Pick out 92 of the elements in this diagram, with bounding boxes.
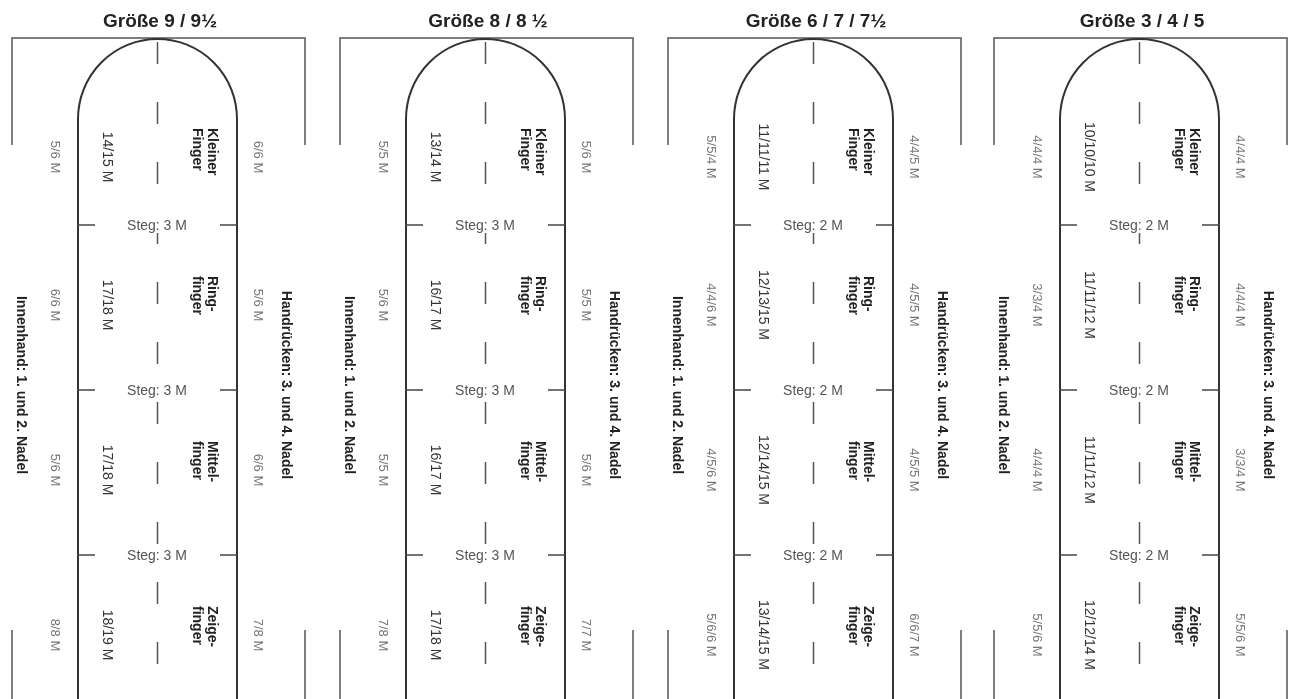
hand-side-label: Innenhand: 1. und 2. Nadel (342, 295, 358, 475)
gusset-label: Steg: 3 M (125, 382, 189, 398)
stitch-count: 5/6/6 M (704, 613, 718, 657)
finger-name: Mittel- finger (518, 441, 548, 485)
hand-side-label: Handrücken: 3. und 4. Nadel (1261, 290, 1277, 480)
finger-name: Zeige- finger (190, 606, 220, 650)
stitch-count: 5/6 M (251, 288, 265, 322)
stitch-count: 5/5 M (376, 140, 390, 174)
stitch-count: 3/3/4 M (1233, 448, 1247, 492)
stitch-count: 17/18 M (100, 279, 116, 331)
finger-name: Mittel- finger (190, 441, 220, 485)
glove-outline (733, 38, 894, 699)
stitch-count: 5/6 M (48, 140, 62, 174)
gusset-label: Steg: 2 M (781, 382, 845, 398)
finger-name: Ring- finger (846, 276, 876, 317)
stitch-count: 4/5/5 M (907, 448, 921, 492)
stitch-count: 5/5/4 M (704, 135, 718, 179)
stitch-count: 12/14/15 M (756, 434, 772, 506)
stitch-count: 18/19 M (100, 609, 116, 661)
stitch-count: 4/4/4 M (1233, 283, 1247, 327)
hand-side-label: Handrücken: 3. und 4. Nadel (607, 290, 623, 480)
gusset-label: Steg: 3 M (453, 547, 517, 563)
gusset-label: Steg: 3 M (125, 547, 189, 563)
stitch-count: 17/18 M (100, 444, 116, 496)
gusset-label: Steg: 2 M (1107, 547, 1171, 563)
size-heading: Größe 8 / 8 ½ (428, 10, 548, 32)
glove-outline (77, 38, 238, 699)
stitch-count: 5/6 M (48, 453, 62, 487)
stitch-count: 11/11/12 M (1082, 271, 1098, 339)
stitch-count: 4/4/4 M (1233, 135, 1247, 179)
stitch-count: 8/8 M (48, 618, 62, 652)
stitch-count: 4/4/4 M (1030, 448, 1044, 492)
stitch-count: 17/18 M (428, 609, 444, 661)
stitch-count: 6/6 M (48, 288, 62, 322)
stitch-count: 16/17 M (428, 444, 444, 496)
stitch-count: 4/4/5 M (907, 135, 921, 179)
stitch-count: 3/3/4 M (1030, 283, 1044, 327)
stitch-count: 7/7 M (579, 618, 593, 652)
stitch-count: 6/6 M (251, 453, 265, 487)
finger-name: Ring- finger (1172, 276, 1202, 317)
glove-outline (405, 38, 566, 699)
stitch-count: 5/5/6 M (1030, 613, 1044, 657)
stitch-count: 7/8 M (376, 618, 390, 652)
size-heading: Größe 9 / 9½ (103, 10, 217, 32)
gusset-label: Steg: 3 M (453, 217, 517, 233)
finger-name: Zeige- finger (518, 606, 548, 650)
gusset-label: Steg: 3 M (453, 382, 517, 398)
gusset-label: Steg: 2 M (781, 217, 845, 233)
finger-name: Zeige- finger (846, 606, 876, 650)
stitch-count: 14/15 M (100, 131, 116, 183)
stitch-count: 5/6 M (579, 453, 593, 487)
stitch-count: 4/4/4 M (1030, 135, 1044, 179)
finger-name: Kleiner Finger (518, 128, 548, 178)
hand-side-label: Innenhand: 1. und 2. Nadel (14, 295, 30, 475)
size-heading: Größe 6 / 7 / 7½ (745, 10, 887, 32)
finger-name: Kleiner Finger (190, 128, 220, 178)
finger-name: Ring- finger (518, 276, 548, 317)
stitch-count: 4/5/6 M (704, 448, 718, 492)
finger-name: Kleiner Finger (1172, 128, 1202, 178)
finger-name: Ring- finger (190, 276, 220, 317)
stitch-count: 16/17 M (428, 279, 444, 331)
finger-name: Mittel- finger (1172, 441, 1202, 485)
gusset-label: Steg: 2 M (1107, 217, 1171, 233)
glove-outline (1059, 38, 1220, 699)
gusset-label: Steg: 3 M (125, 217, 189, 233)
stitch-count: 7/8 M (251, 618, 265, 652)
stitch-count: 10/10/10 M (1082, 121, 1098, 193)
stitch-count: 5/5 M (579, 288, 593, 322)
hand-side-label: Handrücken: 3. und 4. Nadel (935, 290, 951, 480)
stitch-count: 4/5/5 M (907, 283, 921, 327)
stitch-count: 4/4/6 M (704, 283, 718, 327)
stitch-count: 12/12/14 M (1082, 599, 1098, 671)
stitch-count: 5/6 M (376, 288, 390, 322)
stitch-count: 11/11/12 M (1082, 436, 1098, 504)
finger-name: Mittel- finger (846, 441, 876, 485)
hand-side-label: Innenhand: 1. und 2. Nadel (996, 295, 1012, 475)
stitch-count: 5/5 M (376, 453, 390, 487)
stitch-count: 5/5/6 M (1233, 613, 1247, 657)
stitch-count: 12/13/15 M (756, 269, 772, 341)
hand-side-label: Handrücken: 3. und 4. Nadel (279, 290, 295, 480)
gusset-label: Steg: 2 M (1107, 382, 1171, 398)
finger-name: Kleiner Finger (846, 128, 876, 178)
finger-name: Zeige- finger (1172, 606, 1202, 650)
stitch-count: 13/14 M (428, 131, 444, 183)
stitch-count: 6/6 M (251, 140, 265, 174)
gusset-label: Steg: 2 M (781, 547, 845, 563)
hand-side-label: Innenhand: 1. und 2. Nadel (670, 295, 686, 475)
stitch-count: 13/14/15 M (756, 599, 772, 671)
stitch-count: 6/6/7 M (907, 613, 921, 657)
stitch-count: 11/11/11 M (756, 123, 772, 191)
size-heading: Größe 3 / 4 / 5 (1079, 10, 1205, 32)
stitch-count: 5/6 M (579, 140, 593, 174)
